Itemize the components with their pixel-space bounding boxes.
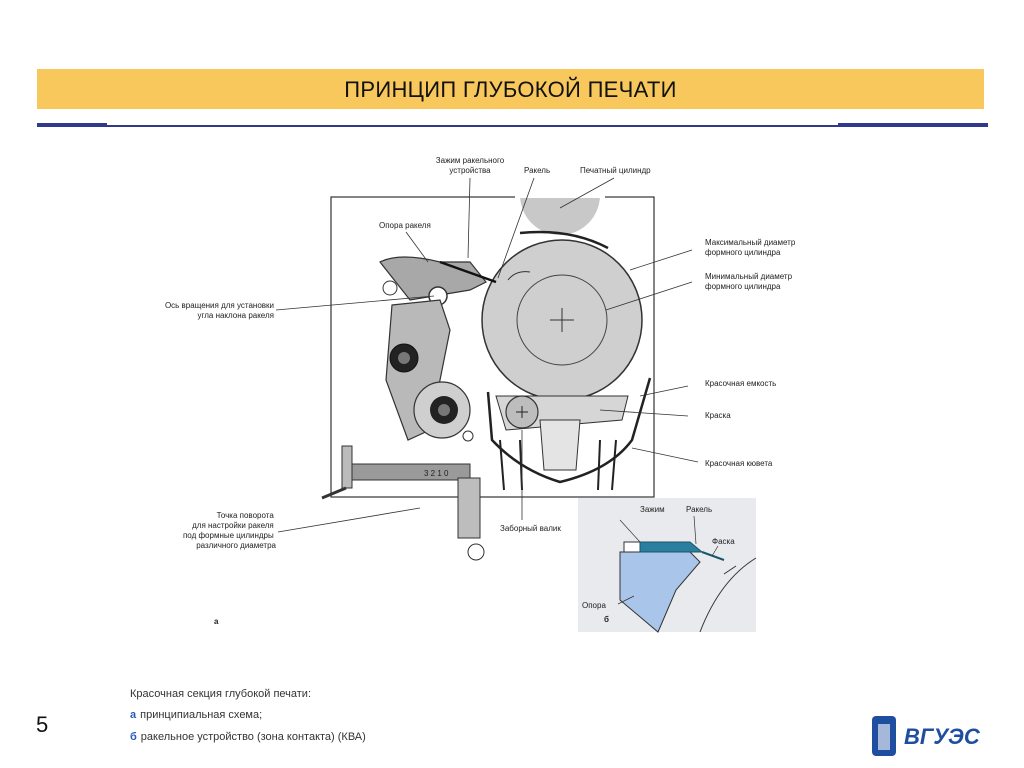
slide-title: ПРИНЦИП ГЛУБОКОЙ ПЕЧАТИ: [344, 77, 677, 102]
label-ink-trough: Красочная кювета: [705, 459, 773, 468]
detail-label-bevel: Фаска: [712, 537, 735, 546]
label-pivot-point: Точка поворота для настройки ракеля под …: [183, 511, 277, 550]
title-underline-accent-right: [838, 123, 988, 126]
caption-letter-b: б: [130, 731, 137, 743]
plate-cylinder-arc: [699, 557, 757, 633]
caption-text-b: ракельное устройство (зона контакта) (КВ…: [140, 731, 366, 743]
label-letter-a: а: [214, 617, 219, 626]
label-ink-tank: Красочная емкость: [705, 379, 776, 388]
logo-text: ВГУЭС: [904, 724, 981, 749]
detail-label-support: Опора: [582, 601, 606, 610]
ink-trough: [486, 377, 652, 484]
label-doctor-blade: Ракель: [524, 166, 550, 175]
scale-label: 3 2 1 0: [424, 469, 449, 478]
title-underline-accent-left: [37, 123, 107, 126]
label-blade-support: Опора ракеля: [379, 221, 431, 230]
caption-title: Красочная секция глубокой печати:: [130, 688, 312, 700]
label-pickup-roller: Заборный валик: [500, 524, 561, 533]
detail-label-doctor-blade: Ракель: [686, 505, 712, 514]
title-bar: ПРИНЦИП ГЛУБОКОЙ ПЕЧАТИ: [37, 69, 984, 109]
title-underline: [37, 125, 988, 127]
detail-label-letter-b: б: [604, 615, 609, 624]
plate-cylinder-min: [516, 274, 608, 366]
detail-label-clamp: Зажим: [640, 505, 665, 514]
university-logo: ВГУЭС: [870, 714, 990, 758]
label-impression-cylinder: Печатный цилиндр: [580, 166, 651, 175]
page-number: 5: [36, 712, 49, 737]
caption-text-a: принципиальная схема;: [140, 709, 263, 721]
caption-letter-a: а: [130, 709, 137, 721]
doctor-blade: [439, 260, 497, 284]
label-ink: Краска: [705, 411, 731, 420]
adjust-screw: [349, 463, 471, 481]
